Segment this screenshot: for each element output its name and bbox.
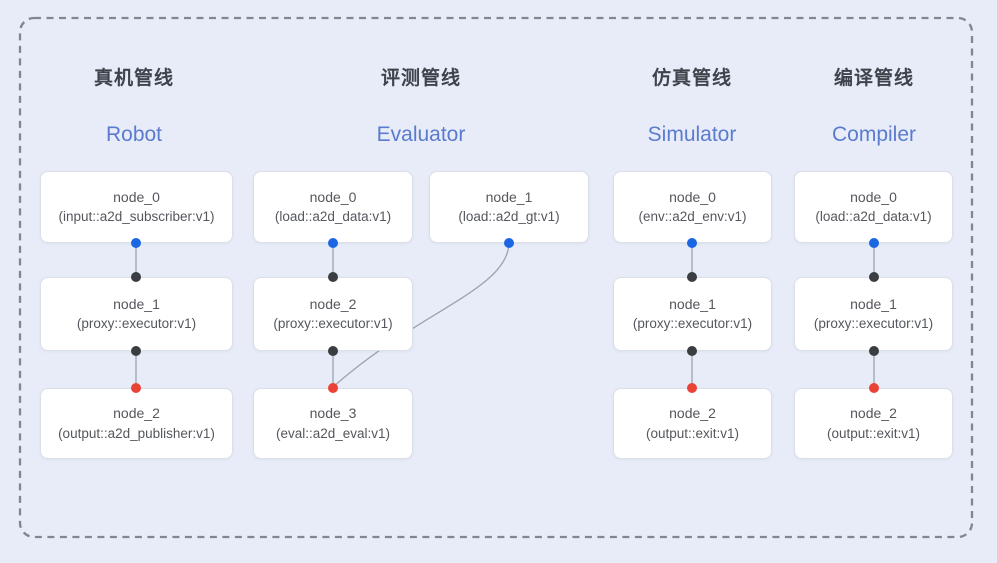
node-subtitle: (input::a2d_subscriber:v1) — [58, 209, 215, 225]
pipeline-title-cn-simulator: 仿真管线 — [651, 68, 733, 89]
node-subtitle: (eval::a2d_eval:v1) — [275, 425, 391, 441]
node-subtitle: (proxy::executor:v1) — [76, 316, 197, 332]
robot-node-0: node_0(input::a2d_subscriber:v1) — [40, 171, 233, 243]
pipeline-title-en-simulator: Simulator — [647, 123, 737, 146]
node-title: node_0 — [850, 188, 897, 205]
pipeline-title-cn-robot: 真机管线 — [93, 68, 175, 89]
node-title: node_0 — [309, 188, 357, 205]
node-subtitle: (output::a2d_publisher:v1) — [58, 425, 215, 441]
node-subtitle: (load::a2d_gt:v1) — [458, 209, 560, 225]
node-subtitle: (proxy::executor:v1) — [273, 316, 393, 332]
compiler-node-0: node_0(load::a2d_data:v1) — [794, 171, 953, 243]
simulator-node-1: node_1(proxy::executor:v1) — [613, 277, 772, 351]
evaluator-node-2: node_2(proxy::executor:v1) — [253, 277, 413, 351]
robot-node-1: node_1(proxy::executor:v1) — [40, 277, 233, 351]
node-title: node_1 — [669, 295, 716, 312]
pipeline-title-en-compiler: Compiler — [831, 123, 917, 146]
node-title: node_1 — [485, 188, 533, 205]
pipeline-title-cn-compiler: 编译管线 — [833, 68, 915, 89]
node-subtitle: (output::exit:v1) — [826, 425, 921, 441]
compiler-node-1: node_1(proxy::executor:v1) — [794, 277, 953, 351]
node-subtitle: (load::a2d_data:v1) — [815, 209, 932, 225]
node-title: node_0 — [113, 188, 160, 205]
node-title: node_0 — [669, 188, 716, 205]
node-title: node_3 — [309, 405, 357, 421]
edge-curve — [332, 242, 510, 388]
robot-node-2: node_2(output::a2d_publisher:v1) — [40, 388, 233, 459]
evaluator-node-1: node_1(load::a2d_gt:v1) — [429, 171, 589, 243]
simulator-node-0: node_0(env::a2d_env:v1) — [613, 171, 772, 243]
node-subtitle: (proxy::executor:v1) — [813, 316, 934, 332]
pipeline-title-en-robot: Robot — [105, 123, 163, 146]
node-title: node_2 — [113, 405, 160, 421]
dashed-frame-border — [18, 16, 974, 539]
node-title: node_1 — [113, 295, 160, 312]
node-title: node_2 — [850, 405, 897, 421]
simulator-node-2: node_2(output::exit:v1) — [613, 388, 772, 459]
pipeline-title-cn-evaluator: 评测管线 — [380, 68, 462, 89]
node-title: node_2 — [669, 405, 716, 421]
node-subtitle: (env::a2d_env:v1) — [638, 209, 747, 225]
compiler-node-2: node_2(output::exit:v1) — [794, 388, 953, 459]
evaluator-node-0: node_0(load::a2d_data:v1) — [253, 171, 413, 243]
node-subtitle: (proxy::executor:v1) — [632, 316, 753, 332]
pipeline-title-en-evaluator: Evaluator — [376, 123, 466, 146]
node-subtitle: (output::exit:v1) — [645, 425, 740, 441]
node-subtitle: (load::a2d_data:v1) — [274, 209, 392, 225]
node-title: node_1 — [850, 295, 897, 312]
evaluator-node-3: node_3(eval::a2d_eval:v1) — [253, 388, 413, 459]
node-title: node_2 — [309, 295, 357, 312]
